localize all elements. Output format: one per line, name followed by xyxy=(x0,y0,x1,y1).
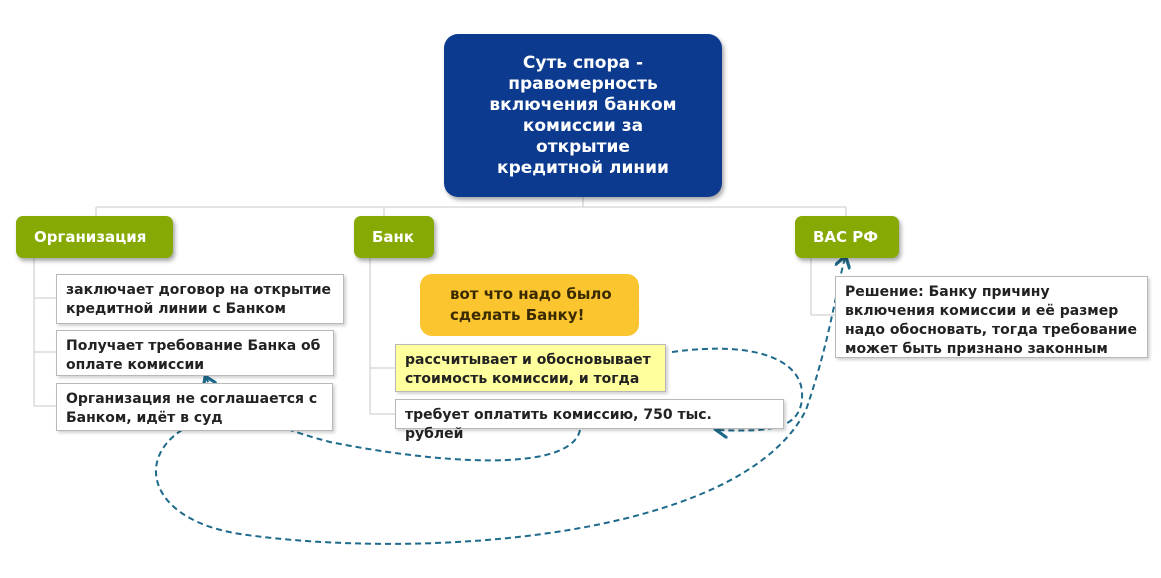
org-item-contract: заключает договор на открытие кредитной … xyxy=(56,274,344,324)
category-bank: Банк xyxy=(354,216,434,258)
bank-item-justify: рассчитывает и обосновывает стоимость ко… xyxy=(395,344,666,392)
arrow-lawsuit-to-court xyxy=(155,258,845,545)
org-item-lawsuit: Организация не соглашается с Банком, идё… xyxy=(56,383,333,431)
court-item-decision: Решение: Банку причину включения комисси… xyxy=(835,276,1148,358)
root-dispute-node: Суть спора - правомерность включения бан… xyxy=(444,34,722,197)
arrow-court-to-bank xyxy=(671,347,804,431)
category-court: ВАС РФ xyxy=(795,216,899,258)
root-title: Суть спора - правомерность включения бан… xyxy=(489,52,677,178)
tree-connectors xyxy=(33,197,847,415)
callout-bubble: вот что надо было сделать Банку! xyxy=(420,274,639,336)
category-organization: Организация xyxy=(16,216,173,258)
org-item-demand: Получает требование Банка об оплате коми… xyxy=(56,330,334,376)
bank-item-request-payment: требует оплатить комиссию, 750 тыс. рубл… xyxy=(395,399,784,442)
